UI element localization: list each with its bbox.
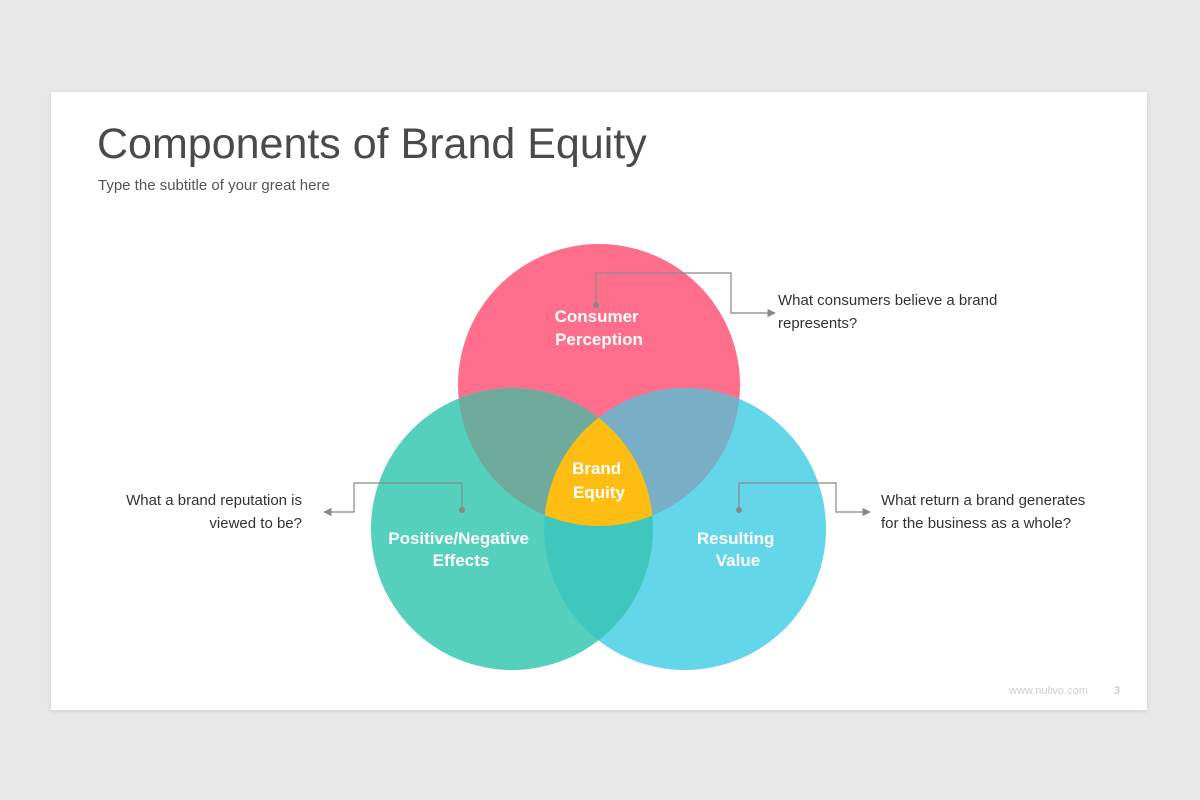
label-resulting-value: Resulting Value xyxy=(697,529,779,570)
connector-perception xyxy=(593,272,776,318)
slide: Components of Brand Equity Type the subt… xyxy=(51,92,1147,710)
note-perception: What consumers believe a brand represent… xyxy=(778,292,998,332)
label-brand-equity: Brand Equity xyxy=(572,459,626,502)
slide-title: Components of Brand Equity xyxy=(97,120,647,168)
label-consumer-perception: Consumer Perception xyxy=(555,307,644,349)
connector-value xyxy=(736,482,871,517)
page-number: 3 xyxy=(1114,685,1121,697)
venn-overlaps: Consumer Perception Positive/Negative Ef… xyxy=(323,272,871,670)
note-effects: What a brand reputation is viewed to be? xyxy=(126,492,302,532)
note-value: What return a brand generates for the bu… xyxy=(881,492,1086,532)
overlap-brand-equity xyxy=(544,388,653,526)
connector-effects xyxy=(323,482,465,517)
label-positive-negative-effects: Positive/Negative Effects xyxy=(388,529,534,570)
slide-subtitle: Type the subtitle of your great here xyxy=(98,177,330,194)
footer-website: www.nulivo.com xyxy=(1009,685,1088,697)
